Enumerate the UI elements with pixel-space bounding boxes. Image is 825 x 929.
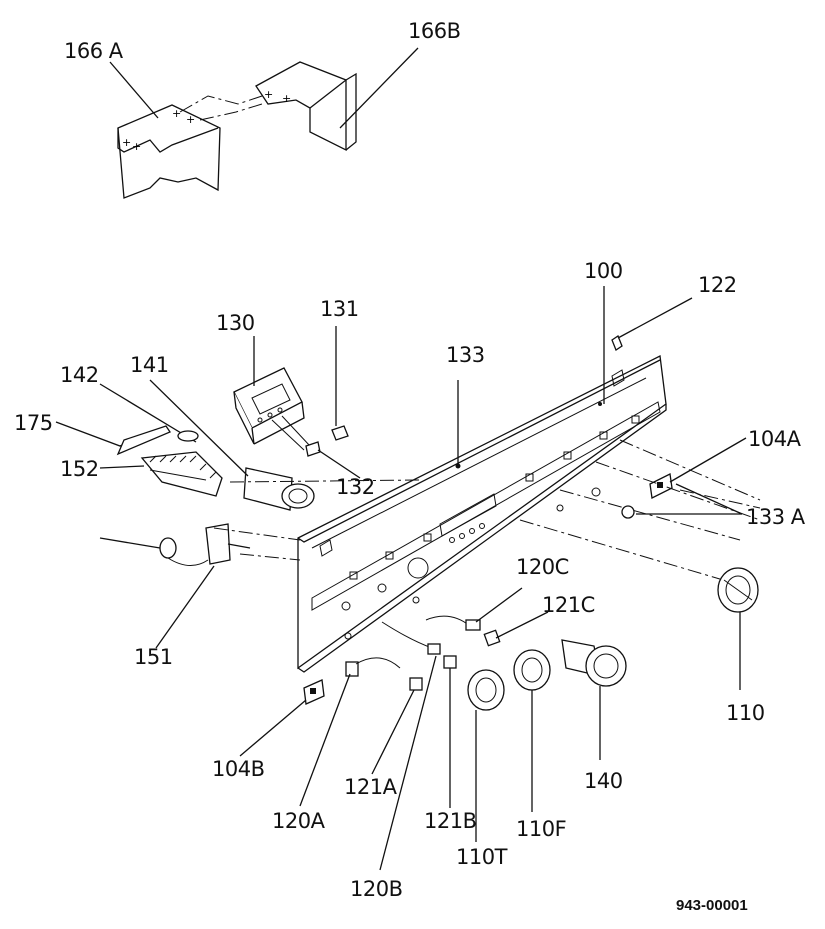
timer-pins bbox=[271, 419, 305, 451]
control-panel-100 bbox=[297, 355, 667, 673]
lamp-140 bbox=[561, 639, 627, 687]
connector-121b bbox=[443, 655, 457, 669]
label-140: 140 bbox=[584, 769, 623, 793]
label-110t: 110T bbox=[456, 845, 508, 869]
label-104b: 104B bbox=[212, 757, 265, 781]
leader-121a bbox=[371, 689, 415, 775]
switch-120a bbox=[345, 657, 401, 677]
document-number: 943-00001 bbox=[676, 897, 748, 914]
switch-120c bbox=[425, 615, 481, 631]
timer-130 bbox=[233, 367, 305, 445]
label-175: 175 bbox=[14, 411, 53, 435]
label-120c: 120C bbox=[516, 555, 569, 579]
bracket-166b: + + bbox=[255, 61, 357, 152]
rod-175-body bbox=[116, 425, 171, 456]
timer-pins-2 bbox=[281, 415, 311, 447]
label-104a: 104A bbox=[748, 427, 802, 451]
label-152: 152 bbox=[60, 457, 99, 481]
label-120b: 120B bbox=[350, 877, 403, 901]
label-110f: 110F bbox=[516, 817, 566, 841]
label-141: 141 bbox=[130, 353, 169, 377]
bracket-dashed-link bbox=[179, 95, 263, 121]
knob-110t bbox=[467, 669, 505, 711]
knob-110 bbox=[717, 567, 759, 613]
leader-104a bbox=[669, 437, 747, 483]
svg-text:+: + bbox=[282, 92, 291, 105]
lamp-holder-141 bbox=[243, 467, 315, 511]
svg-text:+: + bbox=[264, 88, 273, 101]
knob-110f bbox=[513, 649, 551, 691]
connector-121a bbox=[409, 677, 423, 691]
label-142: 142 bbox=[60, 363, 99, 387]
clip-104b bbox=[303, 679, 325, 705]
clip-104a bbox=[649, 473, 673, 499]
leader-132 bbox=[317, 449, 361, 479]
label-121b: 121B bbox=[424, 809, 477, 833]
svg-text:+: + bbox=[186, 113, 195, 126]
label-133: 133 bbox=[446, 343, 485, 367]
leader-166a bbox=[109, 61, 159, 119]
label-130: 130 bbox=[216, 311, 255, 335]
screw-133a bbox=[621, 505, 635, 519]
label-166b: 166B bbox=[408, 19, 461, 43]
leader-120c bbox=[475, 587, 523, 623]
label-166a: 166 A bbox=[64, 39, 124, 63]
label-120a: 120A bbox=[272, 809, 326, 833]
leader-151 bbox=[155, 565, 215, 649]
leader-133a-2 bbox=[675, 483, 743, 515]
leader-120a bbox=[299, 673, 351, 807]
leader-166b bbox=[339, 47, 419, 129]
switch-120b bbox=[381, 621, 441, 655]
terminal-block-152 bbox=[140, 451, 223, 497]
svg-text:+: + bbox=[122, 136, 131, 149]
label-100: 100 bbox=[584, 259, 623, 283]
screw-131 bbox=[331, 425, 349, 441]
label-122: 122 bbox=[698, 273, 737, 297]
screw-122 bbox=[611, 335, 623, 351]
svg-text:+: + bbox=[132, 140, 141, 153]
connector-121c bbox=[483, 629, 501, 647]
label-133a: 133 A bbox=[746, 505, 806, 529]
leader-152 bbox=[99, 465, 145, 469]
bracket-166a: + + + + bbox=[117, 104, 221, 199]
thermostat-151 bbox=[99, 523, 251, 566]
svg-text:+: + bbox=[172, 107, 181, 120]
label-132: 132 bbox=[336, 475, 375, 499]
leader-121c bbox=[495, 611, 549, 639]
alignment-lines bbox=[213, 439, 761, 583]
leader-122 bbox=[617, 297, 693, 339]
sleeve-142 bbox=[177, 430, 199, 442]
leader-141 bbox=[149, 379, 249, 477]
leader-120b bbox=[379, 655, 437, 871]
leader-104b bbox=[239, 699, 307, 757]
label-131: 131 bbox=[320, 297, 359, 321]
label-121a: 121A bbox=[344, 775, 398, 799]
label-110: 110 bbox=[726, 701, 765, 725]
label-121c: 121C bbox=[542, 593, 595, 617]
label-151: 151 bbox=[134, 645, 173, 669]
